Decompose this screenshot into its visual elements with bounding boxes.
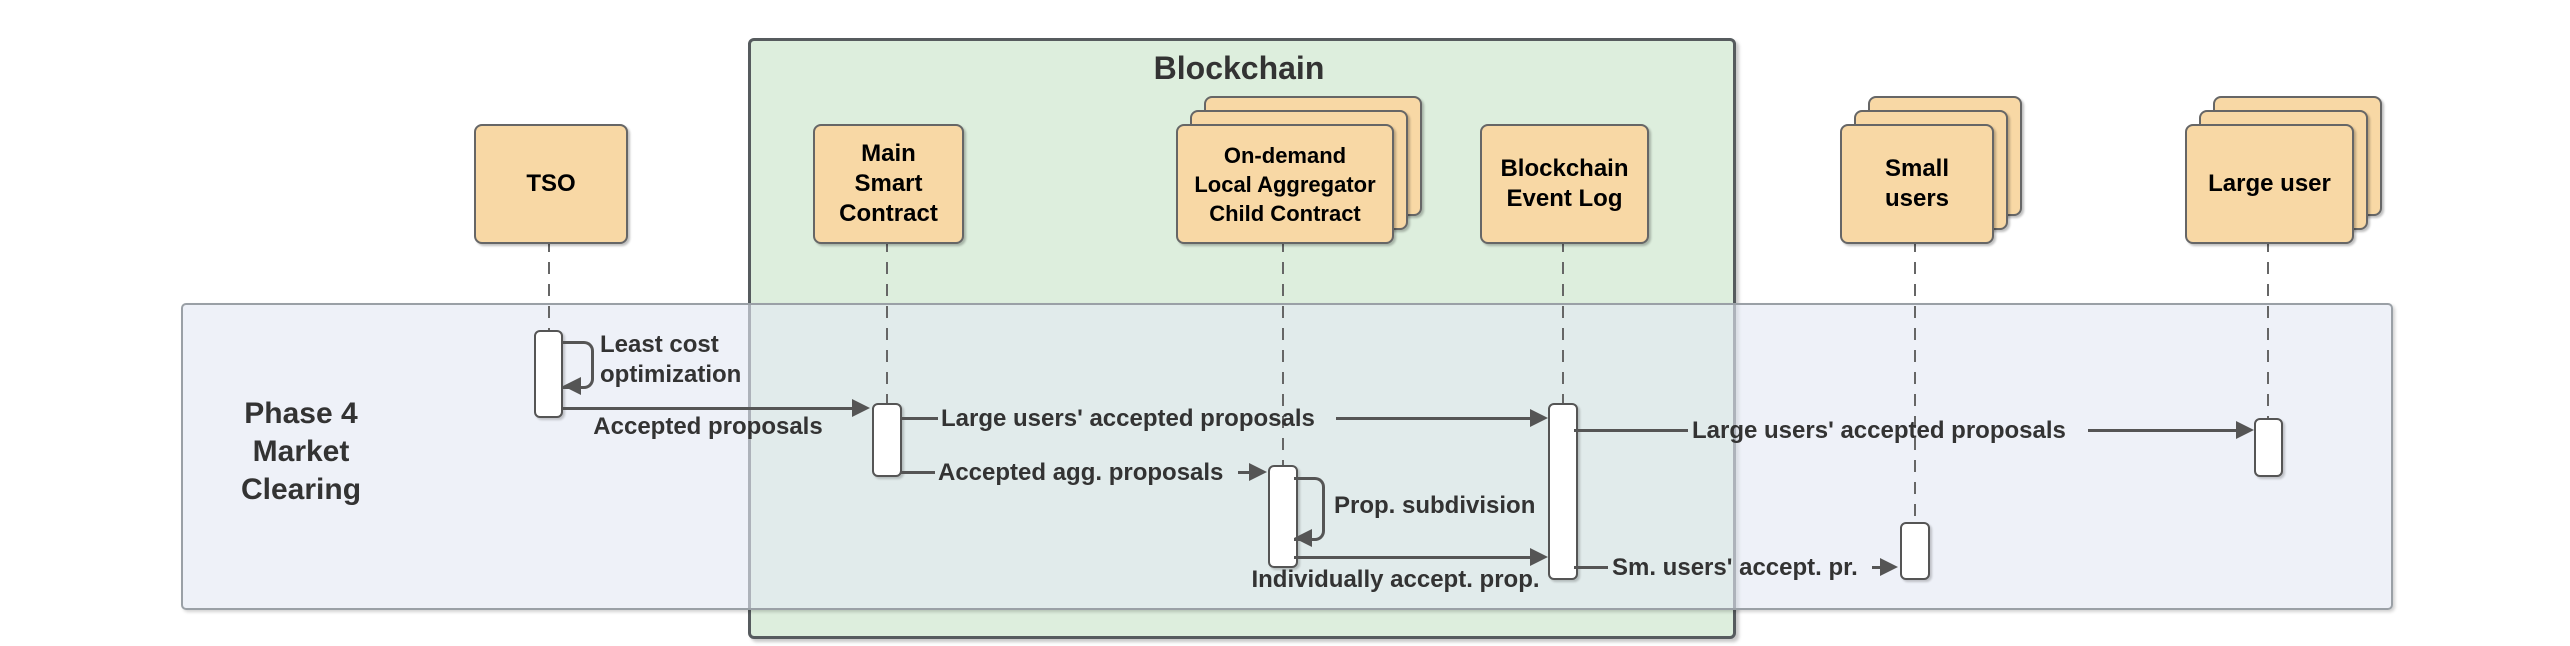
lifeline-tso (548, 240, 550, 330)
message-individually-arrowhead (1530, 548, 1548, 566)
message-accepted-agg-line-a (900, 471, 935, 474)
actor-blockchain-event-log-label: Blockchain Event Log (1500, 155, 1629, 212)
actor-tso-label: TSO (526, 170, 576, 197)
message-accepted-proposals-line (561, 407, 854, 410)
lifeline-large-user (2267, 240, 2269, 418)
activation-main-smart-contract (872, 403, 902, 477)
message-accepted-proposals-label: Accepted proposals (593, 413, 823, 440)
message-sm-users-line-b (1872, 566, 1882, 569)
message-sm-users-label: Sm. users' accept. pr. (1612, 554, 1858, 581)
activation-large-user (2254, 418, 2283, 477)
lifeline-main-smart-contract (886, 240, 888, 403)
message-large-users-1-arrowhead (1530, 409, 1548, 427)
actor-blockchain-event-log: Blockchain Event Log (1480, 124, 1649, 244)
actor-aggregator-child-label: On-demand Local Aggregator Child Contrac… (1194, 142, 1376, 226)
message-sm-users-arrowhead (1880, 558, 1898, 576)
message-large-users-2-arrowhead (2236, 421, 2254, 439)
message-accepted-agg-label: Accepted agg. proposals (938, 459, 1224, 486)
actor-aggregator-child: On-demand Local Aggregator Child Contrac… (1176, 124, 1394, 244)
actor-tso: TSO (474, 124, 628, 244)
message-large-users-2-label: Large users' accepted proposals (1692, 417, 2066, 444)
message-sm-users-line-a (1574, 566, 1608, 569)
phase4-market-clearing-label: Phase 4 Market Clearing (240, 397, 362, 506)
message-large-users-1-line-a (900, 417, 938, 420)
blockchain-frame-title: Blockchain (1153, 50, 1325, 86)
actor-small-users-label: Small users (1884, 155, 1950, 212)
message-large-users-1-label: Large users' accepted proposals (941, 405, 1315, 432)
activation-blockchain-event-log (1548, 403, 1578, 580)
message-accepted-proposals-arrowhead (852, 399, 870, 417)
message-prop-subdivision-arrowhead (1294, 529, 1312, 547)
lifeline-aggregator-child-contract (1282, 240, 1284, 465)
message-accepted-agg-line-b (1238, 471, 1252, 474)
message-least-cost-arrowhead (563, 377, 581, 395)
activation-small-users (1900, 522, 1930, 580)
message-prop-subdivision-label: Prop. subdivision (1334, 492, 1536, 519)
message-individually-line (1294, 556, 1534, 559)
activation-tso (534, 330, 563, 418)
message-large-users-2-line-b (2088, 429, 2238, 432)
lifeline-blockchain-event-log (1562, 240, 1564, 403)
actor-main-smart-contract-label: Main Smart Contract (839, 140, 938, 227)
actor-large-user-label: Large user (2208, 170, 2331, 197)
lifeline-small-users (1914, 240, 1916, 522)
actor-small-users: Small users (1840, 124, 1994, 244)
message-individually-label: Individually accept. prop. (1251, 566, 1540, 593)
activation-aggregator-child (1268, 465, 1298, 568)
message-large-users-1-line-b (1336, 417, 1532, 420)
message-accepted-agg-arrowhead (1249, 463, 1267, 481)
actor-main-smart-contract: Main Smart Contract (813, 124, 964, 244)
message-large-users-2-line-a (1574, 429, 1688, 432)
actor-large-user: Large user (2185, 124, 2354, 244)
message-least-cost-label: Least cost optimization (600, 331, 742, 388)
